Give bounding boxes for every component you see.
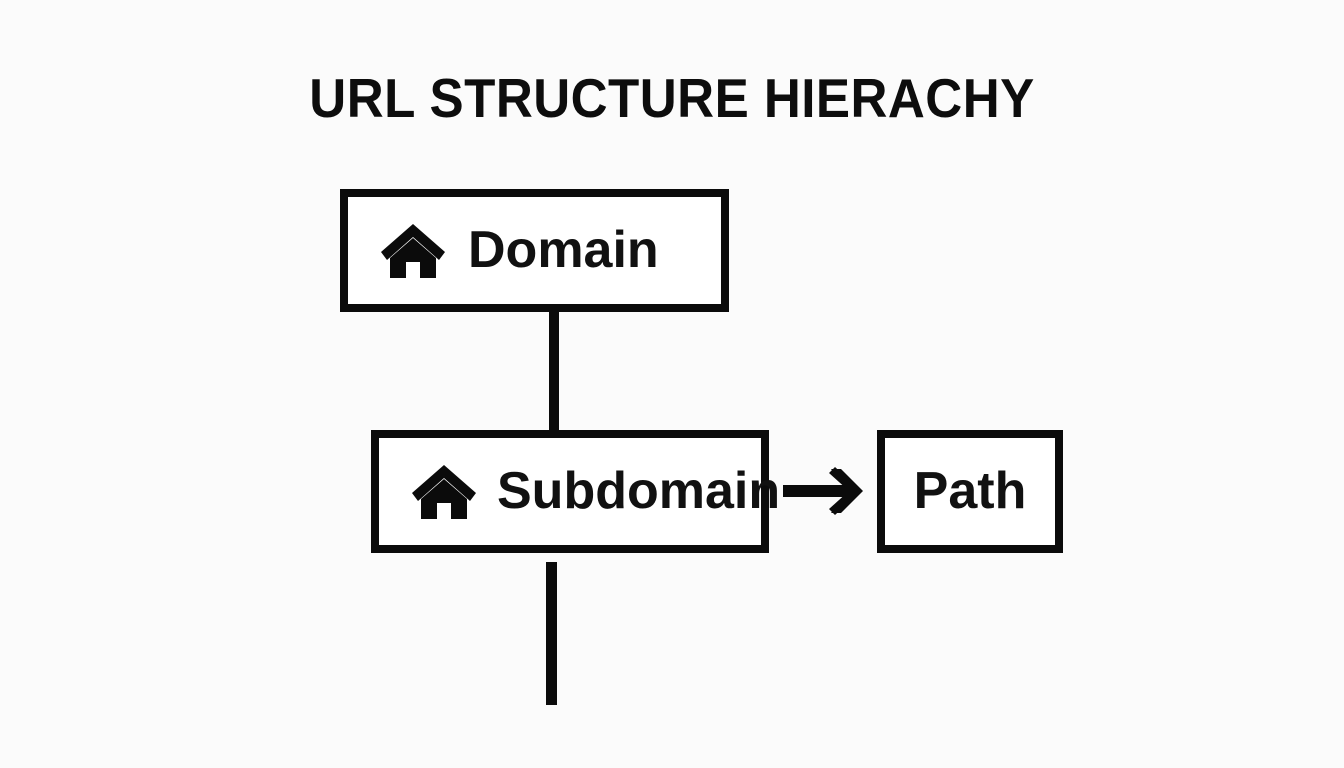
node-path[interactable]: Path [877, 430, 1063, 553]
connector-domain-to-subdomain [549, 304, 559, 434]
node-domain[interactable]: Domain [340, 189, 729, 312]
home-icon [380, 221, 446, 281]
node-domain-label: Domain [468, 220, 659, 279]
node-path-label: Path [913, 461, 1027, 520]
home-icon [411, 462, 477, 522]
arrow-right-icon [783, 463, 865, 519]
page-title: URL STRUCTURE HIERACHY [309, 67, 1035, 129]
node-subdomain-label: Subdomain [497, 461, 781, 520]
connector-subdomain-downward [546, 562, 557, 705]
node-subdomain[interactable]: Subdomain [371, 430, 780, 553]
